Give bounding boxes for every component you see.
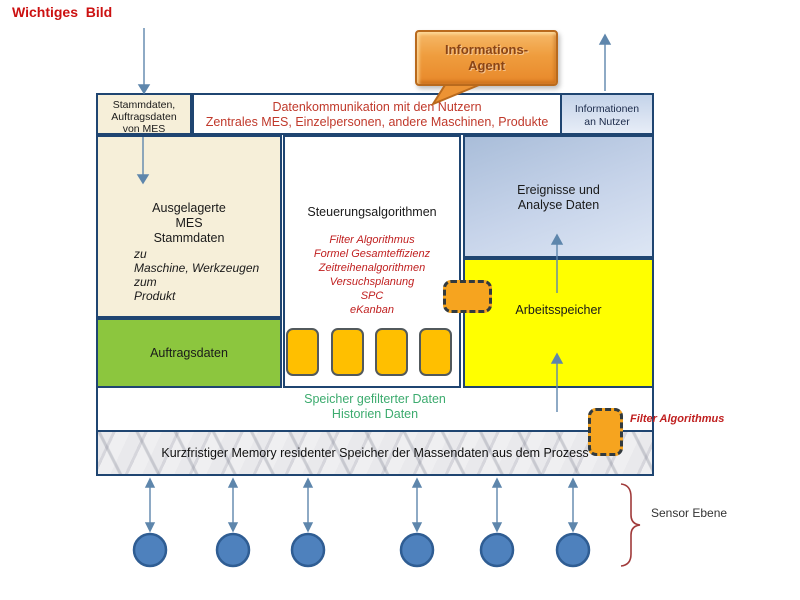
double-arrow-icon — [491, 477, 503, 533]
double-arrow-icon — [302, 477, 314, 533]
list-item: Formel Gesamteffizienz — [313, 248, 431, 260]
double-arrow-icon — [411, 477, 423, 533]
auftragsdaten-label: Auftragsdaten — [150, 346, 228, 360]
speicher-band-label: Speicher gefilterter Daten Historien Dat… — [304, 392, 446, 421]
arbeitsspeicher-box — [463, 258, 654, 388]
data-block-icon — [375, 328, 408, 376]
datenkommunikation-line1: Datenkommunikation mit den Nutzern — [272, 100, 482, 114]
double-arrow-icon — [227, 477, 239, 533]
ereignisse-label: Ereignisse und Analyse Daten — [517, 183, 600, 212]
steuerung-algorithm-list: Filter Algorithmus Formel Gesamteffizien… — [283, 233, 461, 317]
datenkommunikation-box: Datenkommunikation mit den Nutzern Zentr… — [192, 93, 562, 135]
sensor-circle-icon — [132, 532, 168, 568]
informationen-an-nutzer-box: Informationen an Nutzer — [560, 93, 654, 135]
list-item: Filter Algorithmus — [329, 234, 415, 246]
steuerung-title: Steuerungsalgorithmen — [307, 205, 437, 219]
arrow-up-icon — [598, 33, 612, 91]
informations-agent-callout: Informations- Agent — [415, 30, 558, 86]
brace-icon — [620, 483, 641, 567]
ausgelagerte-details: zu Maschine, Werkzeugen zum Produkt — [134, 247, 260, 303]
stammdaten-von-mes-box: Stammdaten, Auftragsdaten von MES — [96, 93, 192, 135]
list-item: SPC — [360, 290, 384, 302]
callout-tail-icon — [430, 84, 480, 106]
list-item: eKanban — [349, 304, 395, 316]
sensor-ebene-label: Sensor Ebene — [651, 506, 728, 520]
datenkommunikation-line2: Zentrales MES, Einzelpersonen, andere Ma… — [205, 115, 549, 129]
arrow-down-icon — [137, 28, 151, 95]
double-arrow-icon — [567, 477, 579, 533]
sensor-node-icons — [132, 532, 591, 568]
arbeitsspeicher-label: Arbeitsspeicher — [515, 303, 602, 317]
sensor-circle-icon — [399, 532, 435, 568]
massendaten-label: Kurzfristiger Memory residenter Speicher… — [161, 446, 589, 460]
sensor-circle-icon — [215, 532, 251, 568]
list-item: Zeitreihenalgorithmen — [318, 262, 426, 274]
dashed-filter-block-icon — [588, 408, 623, 456]
double-arrow-icon — [144, 477, 156, 533]
auftragsdaten-box — [96, 318, 282, 388]
sensor-circle-icon — [479, 532, 515, 568]
dashed-agent-block-icon — [443, 280, 492, 313]
data-block-icon — [286, 328, 319, 376]
sensor-circle-icon — [290, 532, 326, 568]
page-title: Wichtiges Bild — [12, 4, 113, 20]
data-block-icon — [419, 328, 452, 376]
ausgelagerte-title: Ausgelagerte MES Stammdaten — [152, 201, 226, 245]
data-block-icon — [331, 328, 364, 376]
list-item: Versuchsplanung — [329, 276, 415, 288]
massendaten-speicher-box — [96, 430, 654, 476]
ausgelagerte-mes-stammdaten-box — [96, 135, 282, 318]
filter-algorithmus-annotation: Filter Algorithmus — [630, 413, 725, 425]
sensor-circle-icon — [555, 532, 591, 568]
